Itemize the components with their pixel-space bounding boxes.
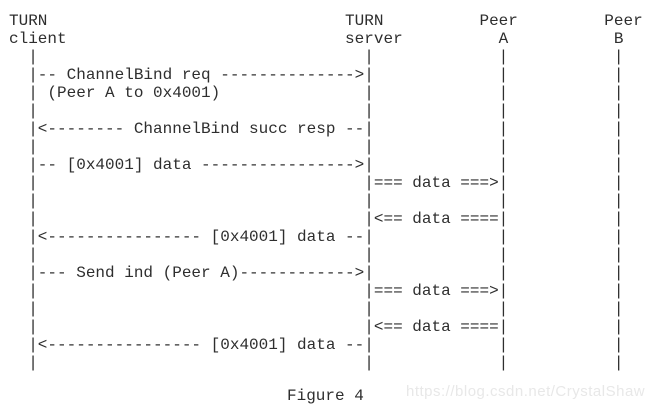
figure-caption: Figure 4 (287, 387, 364, 405)
watermark-url: https://blog.csdn.net/CrystalShaw (406, 383, 646, 400)
ascii-sequence-diagram: TURN TURN Peer Peer client server A B | … (9, 12, 643, 372)
